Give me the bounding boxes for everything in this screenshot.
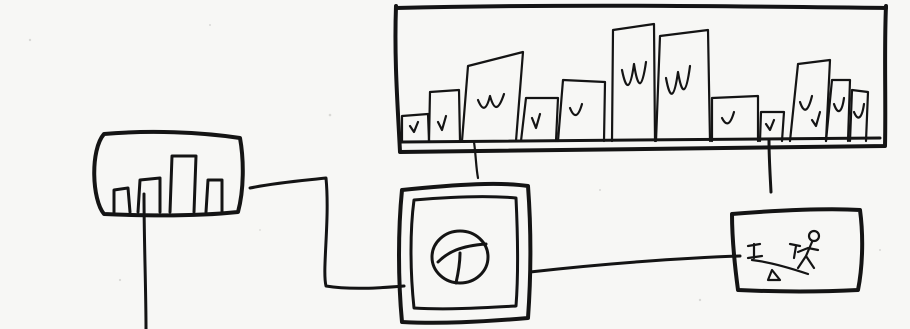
- chart-bar: [612, 24, 655, 141]
- connector-large-to-pie: [474, 142, 478, 178]
- chart-bar: [850, 90, 868, 141]
- seesaw-icon: [748, 231, 819, 280]
- chart-bar: [656, 30, 710, 141]
- large-bar-chart-frame: [395, 6, 886, 152]
- pie-chart-panel: [399, 184, 530, 323]
- connector-small-to-pie: [250, 178, 404, 288]
- playground-panel: [732, 209, 862, 291]
- small-bar-chart: [94, 132, 243, 329]
- pie-chart-panel-inner-frame: [411, 197, 518, 309]
- pie-chart-panel-outer-frame: [399, 184, 530, 323]
- small-bar-chart-bars: [114, 156, 222, 212]
- large-bar-chart-baseline: [401, 138, 880, 142]
- chart-bar: [114, 188, 130, 212]
- large-bar-chart: [395, 6, 886, 192]
- chart-bar: [558, 80, 605, 141]
- chart-bar: [138, 178, 160, 212]
- pie-chart-icon: [432, 231, 488, 283]
- chart-bar: [462, 52, 523, 141]
- large-bar-chart-top-edge: [396, 6, 886, 8]
- connector-pie-to-playground: [530, 256, 740, 272]
- chart-bar: [429, 90, 460, 141]
- playground-panel-frame: [732, 209, 862, 291]
- large-bar-chart-bars: [402, 24, 868, 141]
- chart-bar: [170, 156, 196, 212]
- chart-bar: [206, 180, 222, 212]
- chart-bar: [712, 96, 758, 141]
